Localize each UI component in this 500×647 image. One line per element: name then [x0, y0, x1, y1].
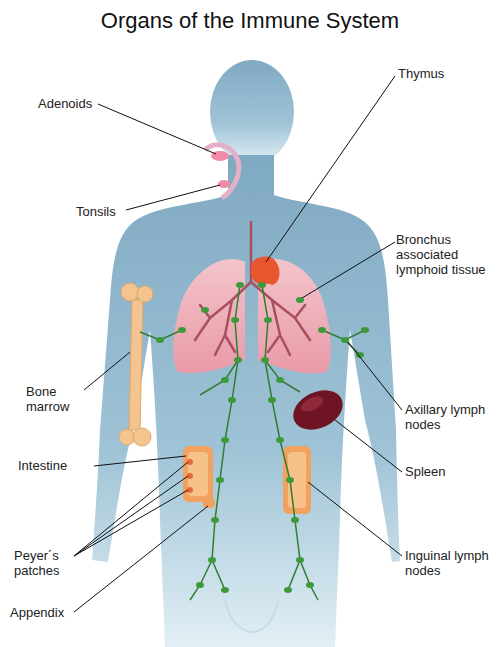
- spleen: [287, 383, 349, 438]
- bone: [119, 283, 153, 446]
- lymph-nodes: [156, 282, 369, 593]
- organ-label: Peyer´s patches: [14, 548, 74, 578]
- tonsils: [218, 180, 230, 188]
- intestines: [183, 446, 311, 514]
- organ-label: Thymus: [398, 66, 478, 81]
- organ-label: Appendix: [10, 605, 74, 620]
- organ-label: Tonsils: [76, 204, 126, 219]
- organ-label: Axillary lymph nodes: [405, 402, 491, 432]
- organ-label: Spleen: [405, 464, 475, 479]
- organ-label: Bone marrow: [26, 384, 82, 414]
- body-silhouette: [92, 155, 400, 647]
- organ-label: Adenoids: [38, 96, 98, 111]
- organ-label: Inguinal lymph nodes: [405, 548, 491, 578]
- leader-lines: [74, 76, 402, 612]
- head: [210, 60, 294, 164]
- nasal-pharynx: [205, 145, 239, 198]
- organ-label: Bronchus associated lymphoid tissue: [396, 232, 496, 277]
- lymph-vessels: [140, 285, 365, 600]
- bronchi: [195, 222, 310, 355]
- diagram-title: Organs of the Immune System: [0, 8, 500, 34]
- thymus: [251, 257, 280, 285]
- organ-label: Intestine: [18, 458, 92, 473]
- pelvis-outline: [225, 600, 278, 632]
